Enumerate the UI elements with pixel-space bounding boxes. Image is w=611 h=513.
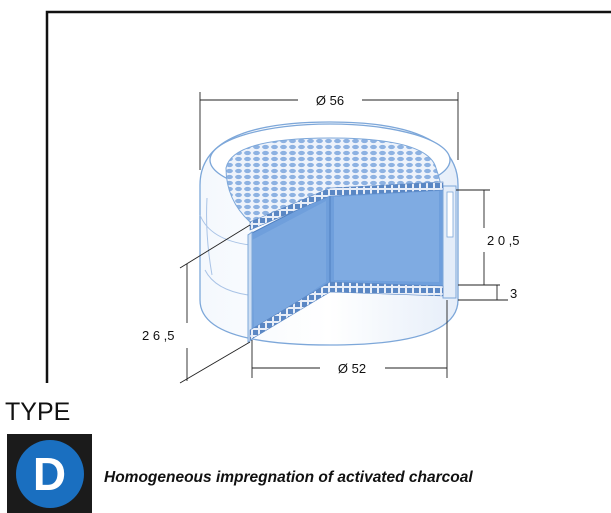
- dim-outer-diameter: Ø 56: [199, 92, 459, 170]
- charcoal-face-left-inner: [252, 201, 326, 330]
- type-label: TYPE: [5, 398, 71, 426]
- charcoal-face-right-inner: [334, 191, 439, 282]
- perforated-strips: [249, 181, 444, 341]
- type-letter: D: [32, 447, 67, 500]
- top-mesh-surface: [225, 137, 441, 223]
- type-letter-circle: D: [15, 439, 84, 508]
- caption-text: Homogeneous impregnation of activated ch…: [104, 469, 473, 486]
- outer-diameter-label: Ø 56: [316, 93, 344, 108]
- total-height-label: 2 6 ,5: [142, 328, 175, 343]
- dim-lip-height: 3: [458, 285, 517, 301]
- cut-wall-edges: [247, 185, 457, 343]
- dim-inner-height: 2 0 ,5: [456, 189, 520, 286]
- inner-diameter-label: Ø 52: [338, 361, 366, 376]
- frame-border: [45, 10, 611, 383]
- dim-inner-diameter: Ø 52: [251, 300, 448, 378]
- type-badge: D: [7, 434, 92, 513]
- lip-height-label: 3: [510, 286, 517, 301]
- dim-total-height: 2 6 ,5: [142, 224, 251, 384]
- inner-height-label: 2 0 ,5: [487, 233, 520, 248]
